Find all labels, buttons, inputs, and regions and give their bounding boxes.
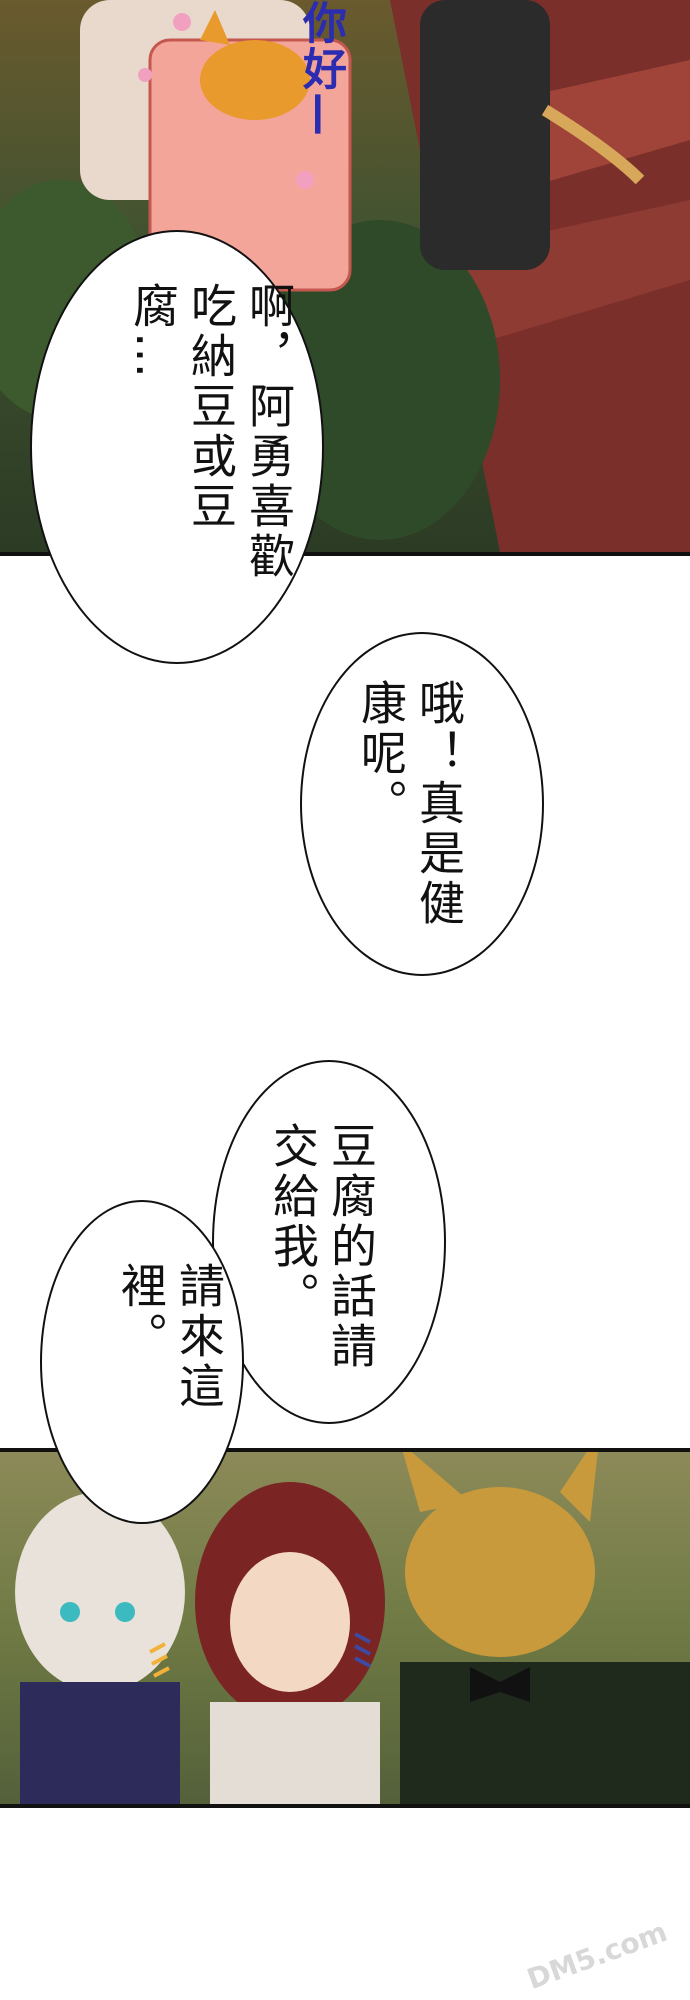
- top-panel-art: [0, 0, 690, 552]
- cat-ear: [560, 1452, 598, 1522]
- white-hair-girl-head: [15, 1492, 185, 1692]
- cat-tail: [541, 104, 645, 185]
- sweat-marks-icon: [149, 1642, 170, 1678]
- cat-butler-suit: [400, 1662, 690, 1804]
- shrine-beam-lower: [460, 200, 690, 340]
- greeting-sfx: 你好—: [295, 0, 346, 138]
- watermark-logo: DM5.com: [522, 1914, 672, 1997]
- bubble-2-text: 哦！真是健康呢。: [354, 679, 466, 929]
- white-hair-girl-coat: [20, 1682, 180, 1804]
- speech-bubble-3: 豆腐的話請交給我。: [212, 1060, 446, 1424]
- speech-bubble-1: 啊，阿勇喜歡吃納豆或豆腐…: [30, 230, 324, 664]
- eye: [115, 1602, 135, 1622]
- bubble-1-text: 啊，阿勇喜歡吃納豆或豆腐…: [126, 282, 296, 582]
- dog-plush: [200, 40, 310, 120]
- cat-ear: [402, 1452, 470, 1512]
- flower-icon: [138, 68, 152, 82]
- dog-ear: [200, 10, 230, 45]
- bubble-3-text: 豆腐的話請交給我。: [266, 1122, 378, 1372]
- speech-bubble-4: 請來這裡。: [40, 1200, 244, 1524]
- eye: [60, 1602, 80, 1622]
- speech-bubble-2: 哦！真是健康呢。: [300, 632, 544, 976]
- flower-icon: [173, 13, 191, 31]
- cat-kimono: [420, 0, 550, 270]
- cat-butler-head: [405, 1487, 595, 1657]
- bubble-4-text: 請來這裡。: [114, 1262, 226, 1412]
- bottom-illustration-panel: [0, 1448, 690, 1808]
- sweat-marks-icon: [354, 1632, 371, 1668]
- bottom-panel-art: [15, 1452, 690, 1804]
- red-hair-girl-clothes: [210, 1702, 380, 1804]
- flower-icon: [296, 171, 314, 189]
- red-hair-girl-face: [230, 1552, 350, 1692]
- bow-tie-icon: [470, 1667, 530, 1702]
- top-illustration-panel: 你好—: [0, 0, 690, 556]
